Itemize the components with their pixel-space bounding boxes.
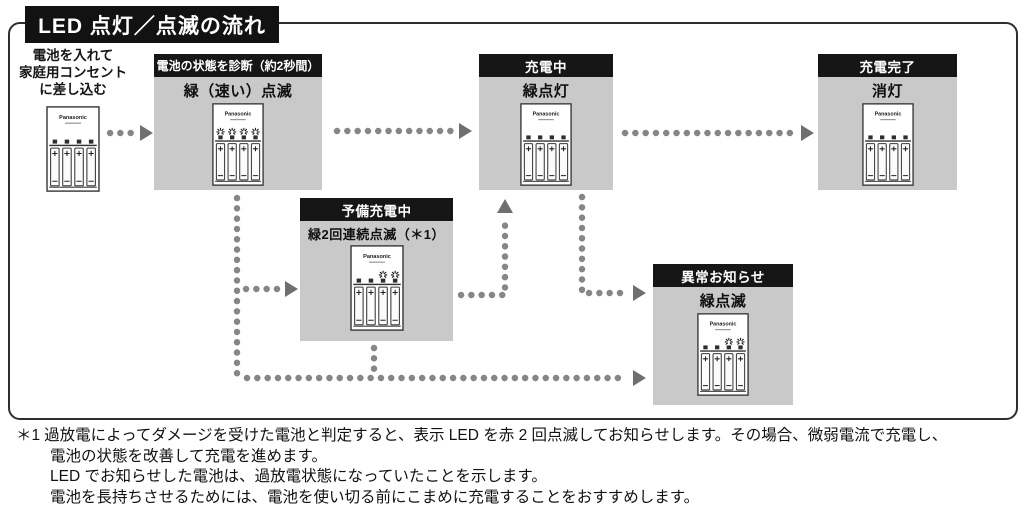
charger-illustration-precharge bbox=[349, 245, 404, 331]
stage-diagnose: 電池の状態を診断（約2秒間） 緑（速い）点滅 bbox=[154, 54, 322, 190]
stage-diagnose-header: 電池の状態を診断（約2秒間） bbox=[154, 54, 322, 77]
charger-illustration-abnormal bbox=[697, 313, 749, 396]
stage-abnormal-header: 異常お知らせ bbox=[653, 264, 793, 287]
stage-complete: 充電完了 消灯 bbox=[818, 54, 957, 190]
stage-charging: 充電中 緑点灯 bbox=[479, 54, 613, 190]
start-line-3: に差し込む bbox=[39, 82, 107, 97]
charger-illustration-charging bbox=[520, 103, 572, 186]
footnote-line-4: 電池を長持ちさせるためには、電池を使い切る前にこまめに充電することをおすすめしま… bbox=[50, 488, 700, 506]
stage-diagnose-led-state: 緑（速い）点滅 bbox=[183, 83, 293, 100]
start-instruction: 電池を入れて 家庭用コンセント に差し込む bbox=[19, 47, 127, 98]
charger-illustration-diagnose bbox=[212, 103, 264, 186]
stage-precharge: 予備充電中 緑2回連続点滅（＊1） bbox=[300, 198, 453, 341]
stage-charging-header: 充電中 bbox=[479, 54, 613, 77]
stage-precharge-header: 予備充電中 bbox=[300, 198, 453, 221]
start-line-2: 家庭用コンセント bbox=[19, 65, 127, 80]
charger-illustration-start bbox=[46, 106, 100, 192]
stage-abnormal-led-state: 緑点滅 bbox=[699, 293, 747, 310]
charger-illustration-complete bbox=[861, 103, 914, 186]
footnote-line-2: 電池の状態を改善して充電を進めます。 bbox=[50, 447, 327, 465]
footnote-line-1-text: 過放電によってダメージを受けた電池と判定すると、表示 LED を赤 2 回点滅し… bbox=[44, 427, 948, 444]
start-line-1: 電池を入れて bbox=[32, 48, 114, 63]
page-title-text: LED 点灯／点滅の流れ bbox=[38, 14, 266, 38]
page-title: LED 点灯／点滅の流れ bbox=[25, 6, 279, 43]
stage-complete-header: 充電完了 bbox=[818, 54, 957, 77]
stage-complete-led-state: 消灯 bbox=[871, 83, 903, 100]
stage-precharge-led-state: 緑2回連続点滅（＊1） bbox=[308, 227, 445, 242]
footnote-line-3: LED でお知らせした電池は、過放電状態になっていたことを示します。 bbox=[50, 468, 547, 485]
stage-abnormal: 異常お知らせ 緑点滅 bbox=[653, 264, 793, 405]
start-step: 電池を入れて 家庭用コンセント に差し込む bbox=[12, 47, 134, 192]
stage-charging-led-state: 緑点灯 bbox=[522, 83, 570, 100]
footnote-marker: ＊1 bbox=[16, 427, 41, 444]
